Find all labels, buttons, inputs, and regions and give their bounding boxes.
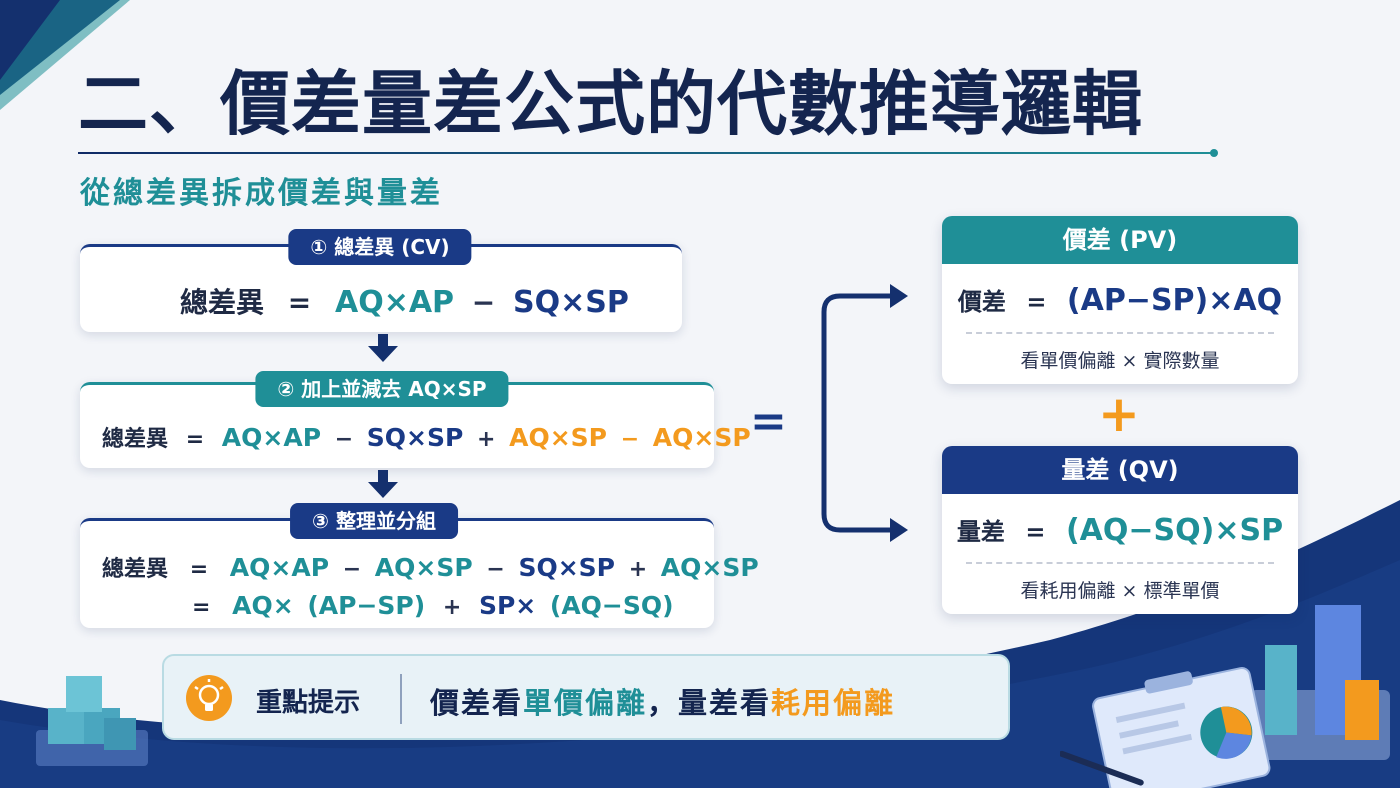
price-variance-formula: 價差 = (AP−SP)×AQ xyxy=(957,283,1283,318)
quantity-variance-formula: 量差 = (AQ−SQ)×SP xyxy=(956,513,1284,548)
step-3-box: ③ 整理並分組 總差異 = AQ×AP − AQ×SP − SQ×SP + AQ… xyxy=(80,503,759,628)
quantity-variance-note: 看耗用偏離 × 標準單價 xyxy=(1020,580,1220,602)
key-tip-bar: 重點提示 價差看單價偏離，量差看耗用偏離 xyxy=(162,654,1010,740)
step-1-formula: 總差異 = AQ×AP − SQ×SP xyxy=(180,285,629,320)
step-3-label: ③ 整理並分組 xyxy=(290,503,458,539)
equals-sign: = xyxy=(750,396,787,447)
quantity-variance-card: 量差 (QV) 量差 = (AQ−SQ)×SP 看耗用偏離 × 標準單價 xyxy=(942,446,1298,614)
card-divider xyxy=(966,562,1274,564)
card-divider xyxy=(966,332,1274,334)
step-1-label: ① 總差異 (CV) xyxy=(288,229,472,265)
page-title: 二、價差量差公式的代數推導邏輯 xyxy=(78,63,1143,145)
step-3-formula-line-1: 總差異 = AQ×AP − AQ×SP − SQ×SP + AQ×SP xyxy=(102,553,759,582)
step-3-formula-line-2: = AQ× (AP−SP) + SP× (AQ−SQ) xyxy=(192,591,674,620)
step-2-box: ② 加上並減去 AQ×SP 總差異 = AQ×AP − SQ×SP + AQ×S… xyxy=(80,371,751,468)
step-1-box: ① 總差異 (CV) 總差異 = AQ×AP − SQ×SP xyxy=(80,229,682,332)
title-divider-dot xyxy=(1210,149,1218,157)
down-arrow-icon xyxy=(368,334,398,362)
price-variance-title: 價差 (PV) xyxy=(942,216,1298,264)
page-subtitle: 從總差異拆成價差與量差 xyxy=(80,176,443,211)
price-variance-note: 看單價偏離 × 實際數量 xyxy=(1020,350,1220,372)
tip-text: 價差看單價偏離，量差看耗用偏離 xyxy=(430,686,896,720)
step-2-label: ② 加上並減去 AQ×SP xyxy=(255,371,509,407)
cubes-illustration xyxy=(36,676,148,766)
title-divider xyxy=(78,152,1214,154)
price-variance-card: 價差 (PV) 價差 = (AP−SP)×AQ 看單價偏離 × 實際數量 xyxy=(942,216,1298,384)
clipboard-chart-illustration xyxy=(1060,605,1390,788)
tip-label: 重點提示 xyxy=(256,688,361,718)
quantity-variance-title: 量差 (QV) xyxy=(942,446,1298,494)
lightbulb-icon xyxy=(186,675,232,721)
tip-separator xyxy=(400,674,402,724)
branch-arrows xyxy=(821,284,908,542)
plus-sign: + xyxy=(1098,385,1140,443)
step-2-formula: 總差異 = AQ×AP − SQ×SP + AQ×SP − AQ×SP xyxy=(102,423,751,452)
down-arrow-icon xyxy=(368,470,398,498)
